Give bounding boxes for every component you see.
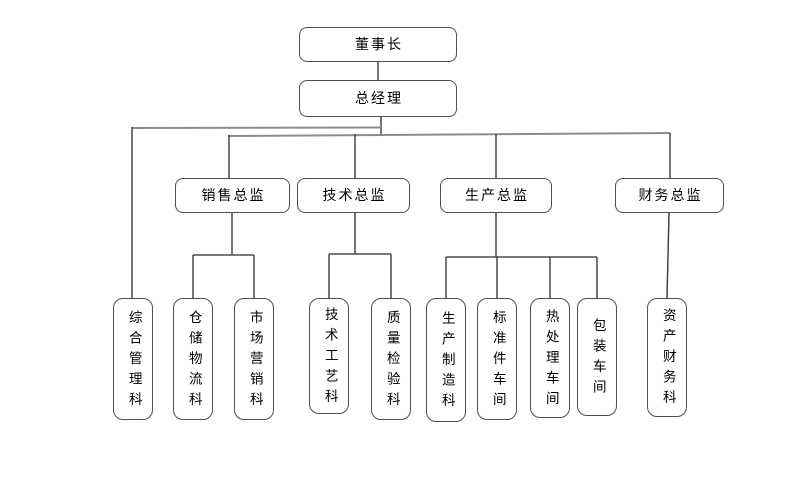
node-tech-process: 技术工艺科: [309, 298, 349, 414]
node-asset-finance: 资产财务科: [647, 298, 687, 417]
node-tech-director: 技术总监: [297, 178, 410, 213]
node-production-mfg: 生产制造科: [426, 298, 466, 422]
node-general-manager: 总经理: [299, 80, 457, 117]
node-finance-director: 财务总监: [615, 178, 724, 213]
node-warehouse-logistics: 仓储物流科: [173, 298, 213, 420]
node-chairman: 董事长: [299, 27, 457, 62]
edge-finance-asset: [666, 212, 670, 299]
node-sales-director: 销售总监: [175, 178, 290, 213]
edge-top-bus-right: [227, 132, 671, 137]
node-standard-parts-workshop: 标准件车间: [477, 298, 517, 420]
node-quality-inspection: 质量检验科: [371, 298, 411, 420]
node-production-director: 生产总监: [440, 178, 552, 213]
node-marketing: 市场营销科: [234, 298, 274, 420]
node-heat-treatment-workshop: 热处理车间: [530, 298, 570, 418]
edge-top-bus-left: [131, 126, 382, 129]
node-general-admin: 综合管理科: [113, 298, 153, 420]
node-packaging-workshop: 包装车间: [577, 298, 617, 416]
